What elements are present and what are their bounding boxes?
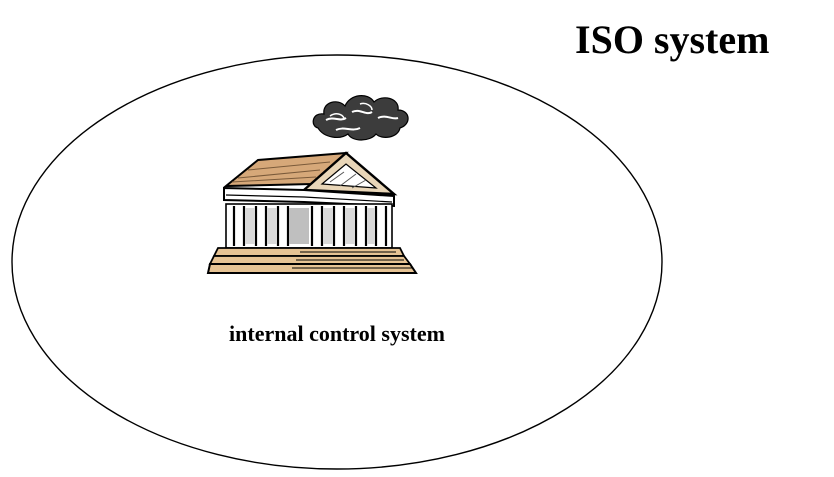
iso-system-label: ISO system <box>575 17 770 62</box>
internal-control-system-label: internal control system <box>229 321 445 346</box>
bank-building-icon <box>206 151 418 274</box>
storm-cloud-icon <box>312 95 409 141</box>
iso-system-boundary <box>11 54 663 470</box>
